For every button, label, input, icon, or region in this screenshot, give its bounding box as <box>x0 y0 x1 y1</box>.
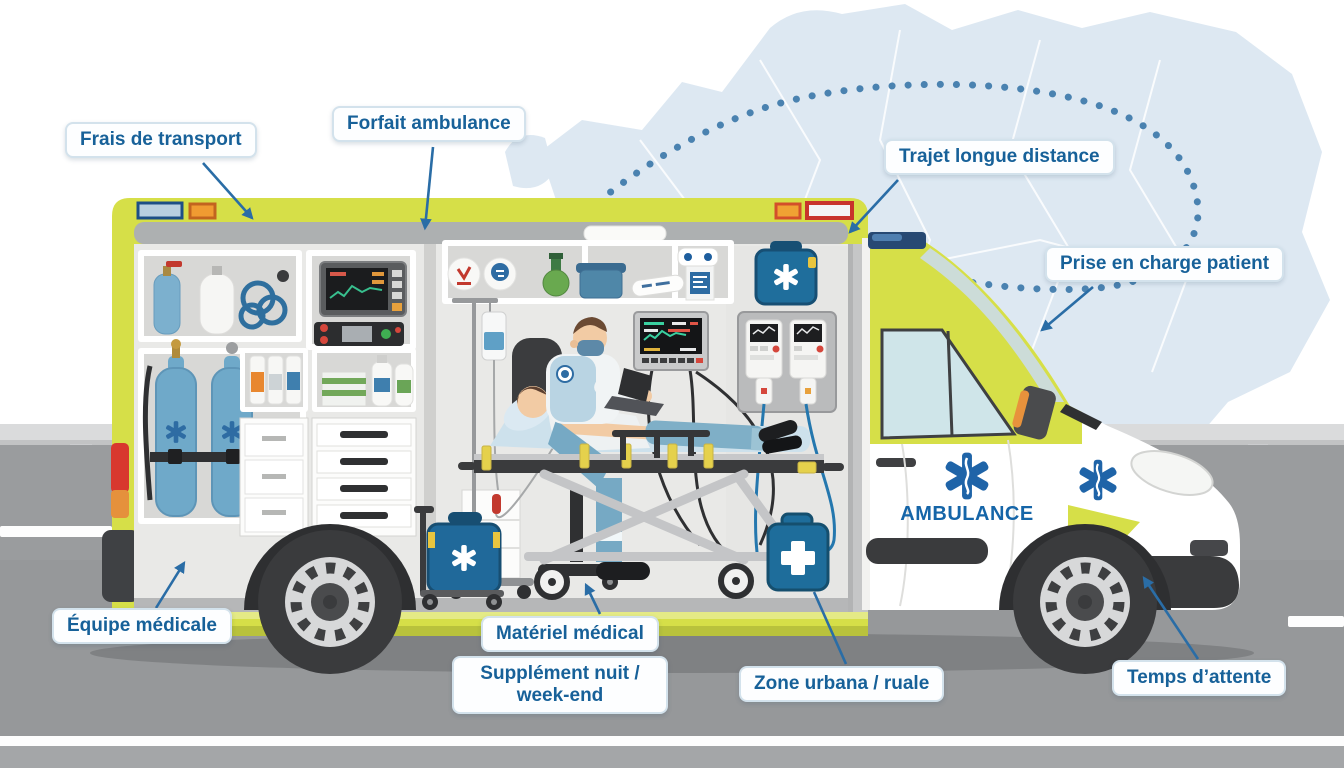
roof-beacon-orange <box>774 202 802 220</box>
interior-ceiling <box>134 222 848 244</box>
door-handle <box>876 458 916 467</box>
lane-marking <box>0 526 112 537</box>
small-oxygen-cylinder <box>153 273 181 335</box>
knob-device <box>677 247 719 267</box>
oxygen-hose-coil <box>238 280 288 330</box>
ambulance-lettering: AMBULANCE <box>900 503 1033 525</box>
roof-beacon-orange <box>188 202 217 220</box>
arrow-trajet <box>848 179 899 234</box>
rear-wheel <box>258 530 402 674</box>
equipment-panel <box>737 311 837 561</box>
overhead-shelf <box>442 240 734 304</box>
ambulance-van <box>102 198 868 636</box>
front-bumper <box>1148 556 1239 608</box>
lane-marking <box>1288 616 1344 627</box>
front-wheel <box>1013 530 1157 674</box>
label-materiel-medical: Matériel médical <box>481 616 659 652</box>
face-mask <box>577 340 604 356</box>
rear-bumper <box>102 530 140 602</box>
medicine-box <box>685 263 715 301</box>
blue-container <box>576 263 626 299</box>
wall-mounted-case <box>754 241 818 306</box>
tail-light-lower <box>111 490 129 518</box>
control-device <box>314 322 404 346</box>
medicine-bottles <box>321 355 414 407</box>
label-temps-dattente: Temps d’attente <box>1112 660 1287 696</box>
side-rail <box>612 430 710 437</box>
valve-handle <box>166 261 182 267</box>
patient-shoe <box>758 419 798 443</box>
ceiling-light <box>583 225 667 242</box>
dotted-route <box>594 80 1202 293</box>
rolling-medical-bag <box>414 506 504 610</box>
drawer-unit-wide <box>311 417 417 537</box>
infusion-pump <box>745 319 783 405</box>
arrow-frais <box>202 162 254 220</box>
line-zone <box>812 591 848 665</box>
arrow-temps <box>1142 576 1200 660</box>
arrow-prise <box>1040 286 1094 332</box>
label-prise-en-charge-patient: Prise en charge patient <box>1045 246 1285 282</box>
arrow-forfait <box>420 146 435 231</box>
laptop-screen <box>618 368 652 402</box>
side-mirror <box>1012 385 1056 440</box>
ambulance-cab: AMBULANCE <box>862 232 1240 610</box>
label-trajet-longue-distance: Trajet longue distance <box>884 139 1115 175</box>
headlight <box>1130 450 1214 496</box>
stretcher-clamps <box>481 443 817 474</box>
label-frais-de-transport: Frais de transport <box>65 122 257 158</box>
label-zone-urbaine-rurale: Zone urbana / ruale <box>739 666 945 702</box>
bandage-pack <box>631 274 685 297</box>
label-supplement-nuit-weekend: Supplément nuit / week-end <box>452 656 668 714</box>
green-flask <box>542 253 570 297</box>
medic-shoe <box>596 562 650 580</box>
lane-marking <box>0 736 1344 746</box>
a-pillar <box>920 248 1064 402</box>
patient-hair <box>516 386 547 404</box>
first-aid-kit <box>766 512 830 592</box>
infusion-pump <box>789 319 827 405</box>
windshield-base <box>1060 404 1102 430</box>
white-tank <box>199 273 235 335</box>
storage-cabinets <box>138 250 417 537</box>
arrow-materiel <box>584 582 602 615</box>
roof-beacon-blue <box>136 201 184 220</box>
spray-cans <box>249 355 302 405</box>
cab-window <box>880 328 1017 440</box>
hanging-canister <box>447 257 481 291</box>
medic-hair <box>573 317 607 334</box>
tail-light <box>111 443 129 493</box>
callout-arrows <box>154 146 1200 665</box>
label-forfait-ambulance: Forfait ambulance <box>332 106 526 142</box>
patient-head <box>517 386 549 418</box>
vital-monitor <box>319 261 407 317</box>
patient-shoe <box>762 435 802 454</box>
drawer-unit-small <box>239 417 309 537</box>
roof-beacon-red <box>805 201 854 220</box>
label-equipe-medicale: Équipe médicale <box>52 608 232 644</box>
stretcher <box>458 430 844 600</box>
arrow-equipe <box>154 561 186 609</box>
side-molding <box>866 538 988 564</box>
laptop-keyboard <box>604 396 664 416</box>
